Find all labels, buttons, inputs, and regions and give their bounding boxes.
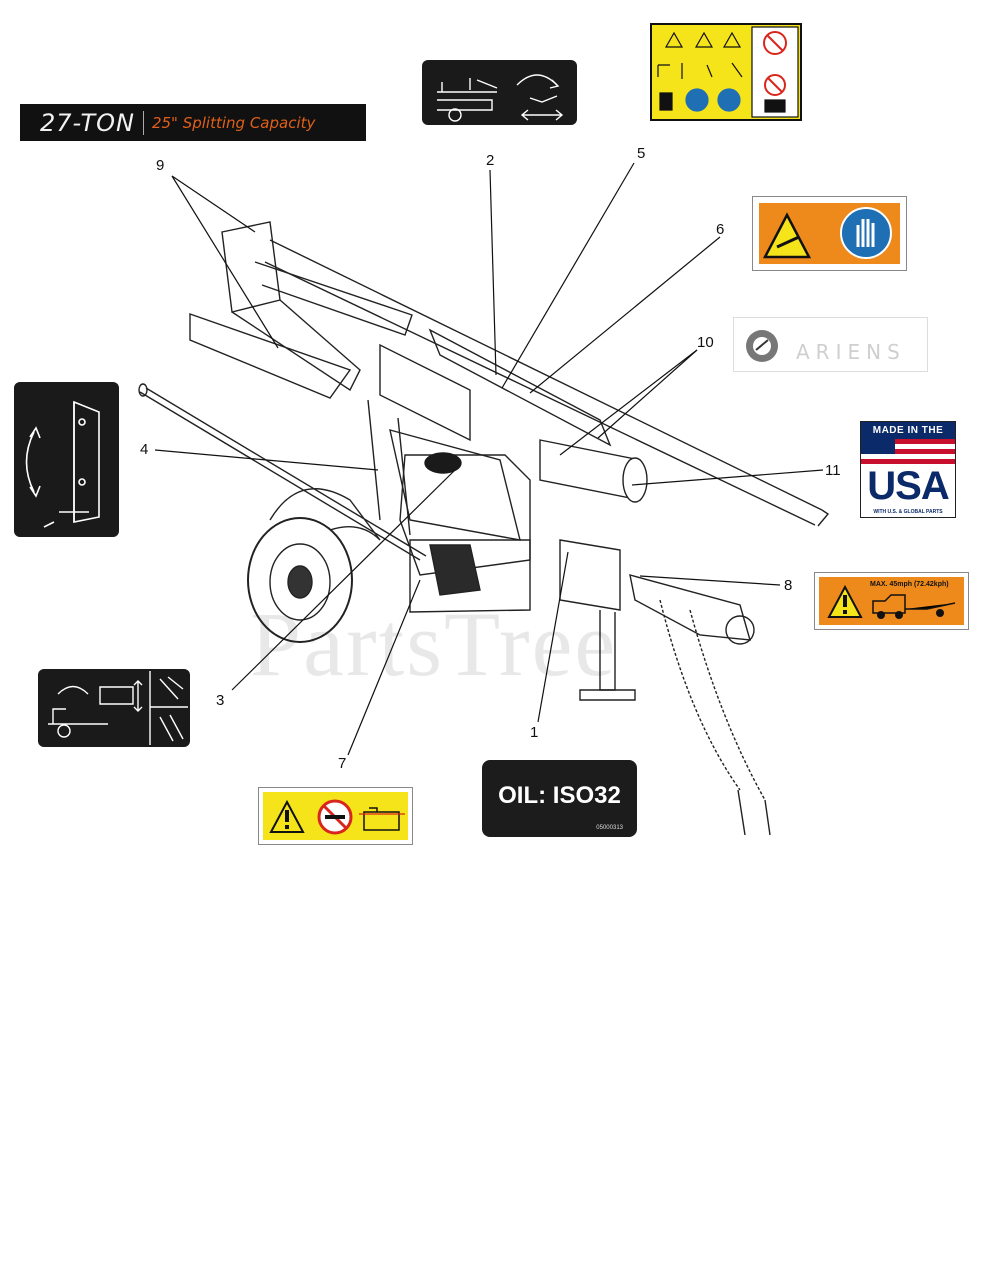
callout-11: 11 (825, 462, 841, 479)
capacity-title: 27-TON (40, 108, 135, 137)
made-in-usa-decal: MADE IN THE USA WITH U.S. & GLOBAL PARTS (860, 421, 956, 518)
callout-1: 1 (530, 724, 539, 741)
callout-5: 5 (637, 145, 646, 162)
watermark-text: PartsTree (250, 593, 617, 695)
callout-3: 3 (216, 692, 225, 709)
usa-word: USA (867, 464, 949, 508)
brand-decal: ARIENS (733, 317, 928, 372)
pinch-gloves-decal (752, 196, 907, 271)
callout-6: 6 (716, 221, 725, 238)
lever-operation-decal (38, 669, 190, 747)
max-speed-text: MAX. 45mph (72.42kph) (870, 581, 949, 588)
usa-top-text: MADE IN THE (861, 422, 955, 439)
callout-7: 7 (338, 755, 347, 772)
title-separator (142, 110, 144, 135)
callout-2: 2 (486, 152, 495, 169)
callout-10: 10 (697, 334, 714, 351)
no-smoking-fuel-decal (258, 787, 413, 845)
callout-4: 4 (140, 441, 149, 458)
oil-decal-code: 05000313 (596, 825, 623, 831)
capacity-decal: 27-TON 25" Splitting Capacity (20, 104, 366, 141)
callout-8: 8 (784, 577, 793, 594)
flag-stripes (861, 439, 955, 464)
oil-type-decal: OIL: ISO32 05000313 (482, 760, 637, 837)
callout-9: 9 (156, 157, 165, 174)
capacity-subtitle: 25" Splitting Capacity (151, 113, 316, 132)
brand-text: ARIENS (796, 340, 906, 364)
max-speed-decal: MAX. 45mph (72.42kph) (814, 572, 969, 630)
usa-bottom-text: WITH U.S. & GLOBAL PARTS (873, 509, 943, 515)
safety-warning-decal (650, 23, 802, 121)
log-cradle-decal (422, 60, 577, 125)
oil-type-text: OIL: ISO32 (498, 782, 621, 809)
pin-position-decal (14, 382, 119, 537)
